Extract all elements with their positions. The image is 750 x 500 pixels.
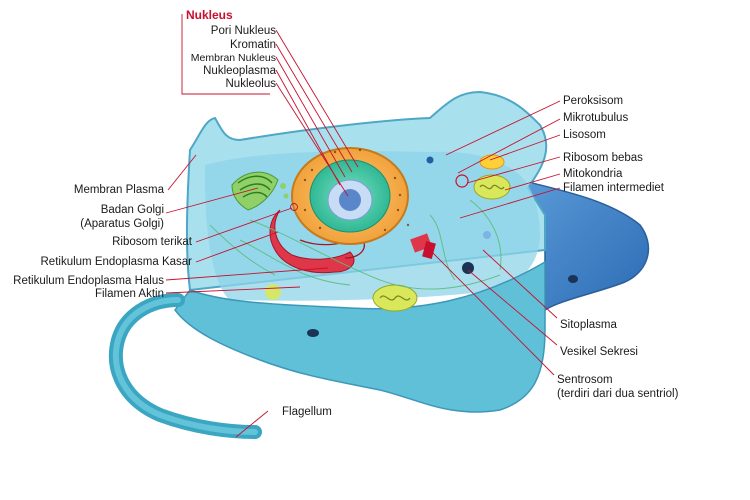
label-flagellum: Flagellum bbox=[282, 406, 332, 418]
golgi-shape bbox=[231, 171, 289, 211]
label-pori-nukleus: Pori Nukleus bbox=[211, 25, 276, 37]
label-sitoplasma: Sitoplasma bbox=[560, 319, 617, 331]
label-nukleoplasma: Nukleoplasma bbox=[203, 65, 276, 77]
label-nukleolus: Nukleolus bbox=[226, 78, 277, 90]
cell-front-face bbox=[174, 260, 546, 413]
vesicle-shape-3 bbox=[568, 275, 578, 283]
peroxisome-shape bbox=[426, 156, 434, 164]
mitochondria-shape bbox=[372, 174, 511, 312]
label-re-halus: Retikulum Endoplasma Halus bbox=[13, 275, 164, 287]
filaments bbox=[209, 199, 502, 290]
label-membran-plasma: Membran Plasma bbox=[74, 184, 165, 196]
label-mitokondria: Mitokondria bbox=[563, 168, 623, 180]
label-kromatin: Kromatin bbox=[230, 39, 276, 51]
centrosome-shape bbox=[410, 233, 436, 260]
nucleus-title: Nukleus bbox=[186, 8, 233, 22]
label-aparatus-golgi: (Aparatus Golgi) bbox=[80, 218, 164, 230]
lysosome-shape bbox=[479, 154, 505, 170]
leader-lines bbox=[165, 14, 561, 438]
ribosome-free-marker bbox=[455, 174, 469, 188]
label-peroksisom: Peroksisom bbox=[563, 95, 623, 107]
label-lisosom: Lisosom bbox=[563, 129, 606, 141]
label-filamen-aktin: Filamen Aktin bbox=[95, 288, 164, 300]
label-dua-sentriol: (terdiri dari dua sentriol) bbox=[557, 388, 679, 400]
vesicle-shape bbox=[462, 262, 474, 274]
label-filamen-intermediet: Filamen intermediet bbox=[563, 182, 665, 194]
label-badan-golgi: Badan Golgi bbox=[101, 204, 164, 216]
vesicle-shape-2 bbox=[307, 329, 319, 337]
label-mikrotubulus: Mikrotubulus bbox=[563, 112, 628, 124]
vesicle-shape-5 bbox=[483, 231, 491, 239]
label-re-kasar: Retikulum Endoplasma Kasar bbox=[41, 256, 193, 268]
nucleus-shape bbox=[291, 147, 417, 245]
label-vesikel-sekresi: Vesikel Sekresi bbox=[560, 346, 638, 358]
label-ribosom-terikat: Ribosom terikat bbox=[112, 236, 193, 248]
label-sentrosom: Sentrosom bbox=[557, 374, 613, 386]
flagellum-highlight bbox=[112, 297, 258, 435]
label-membran-nukleus: Membran Nukleus bbox=[191, 52, 276, 64]
label-ribosom-bebas: Ribosom bebas bbox=[563, 152, 643, 164]
vesicle-shape-4 bbox=[265, 284, 281, 300]
